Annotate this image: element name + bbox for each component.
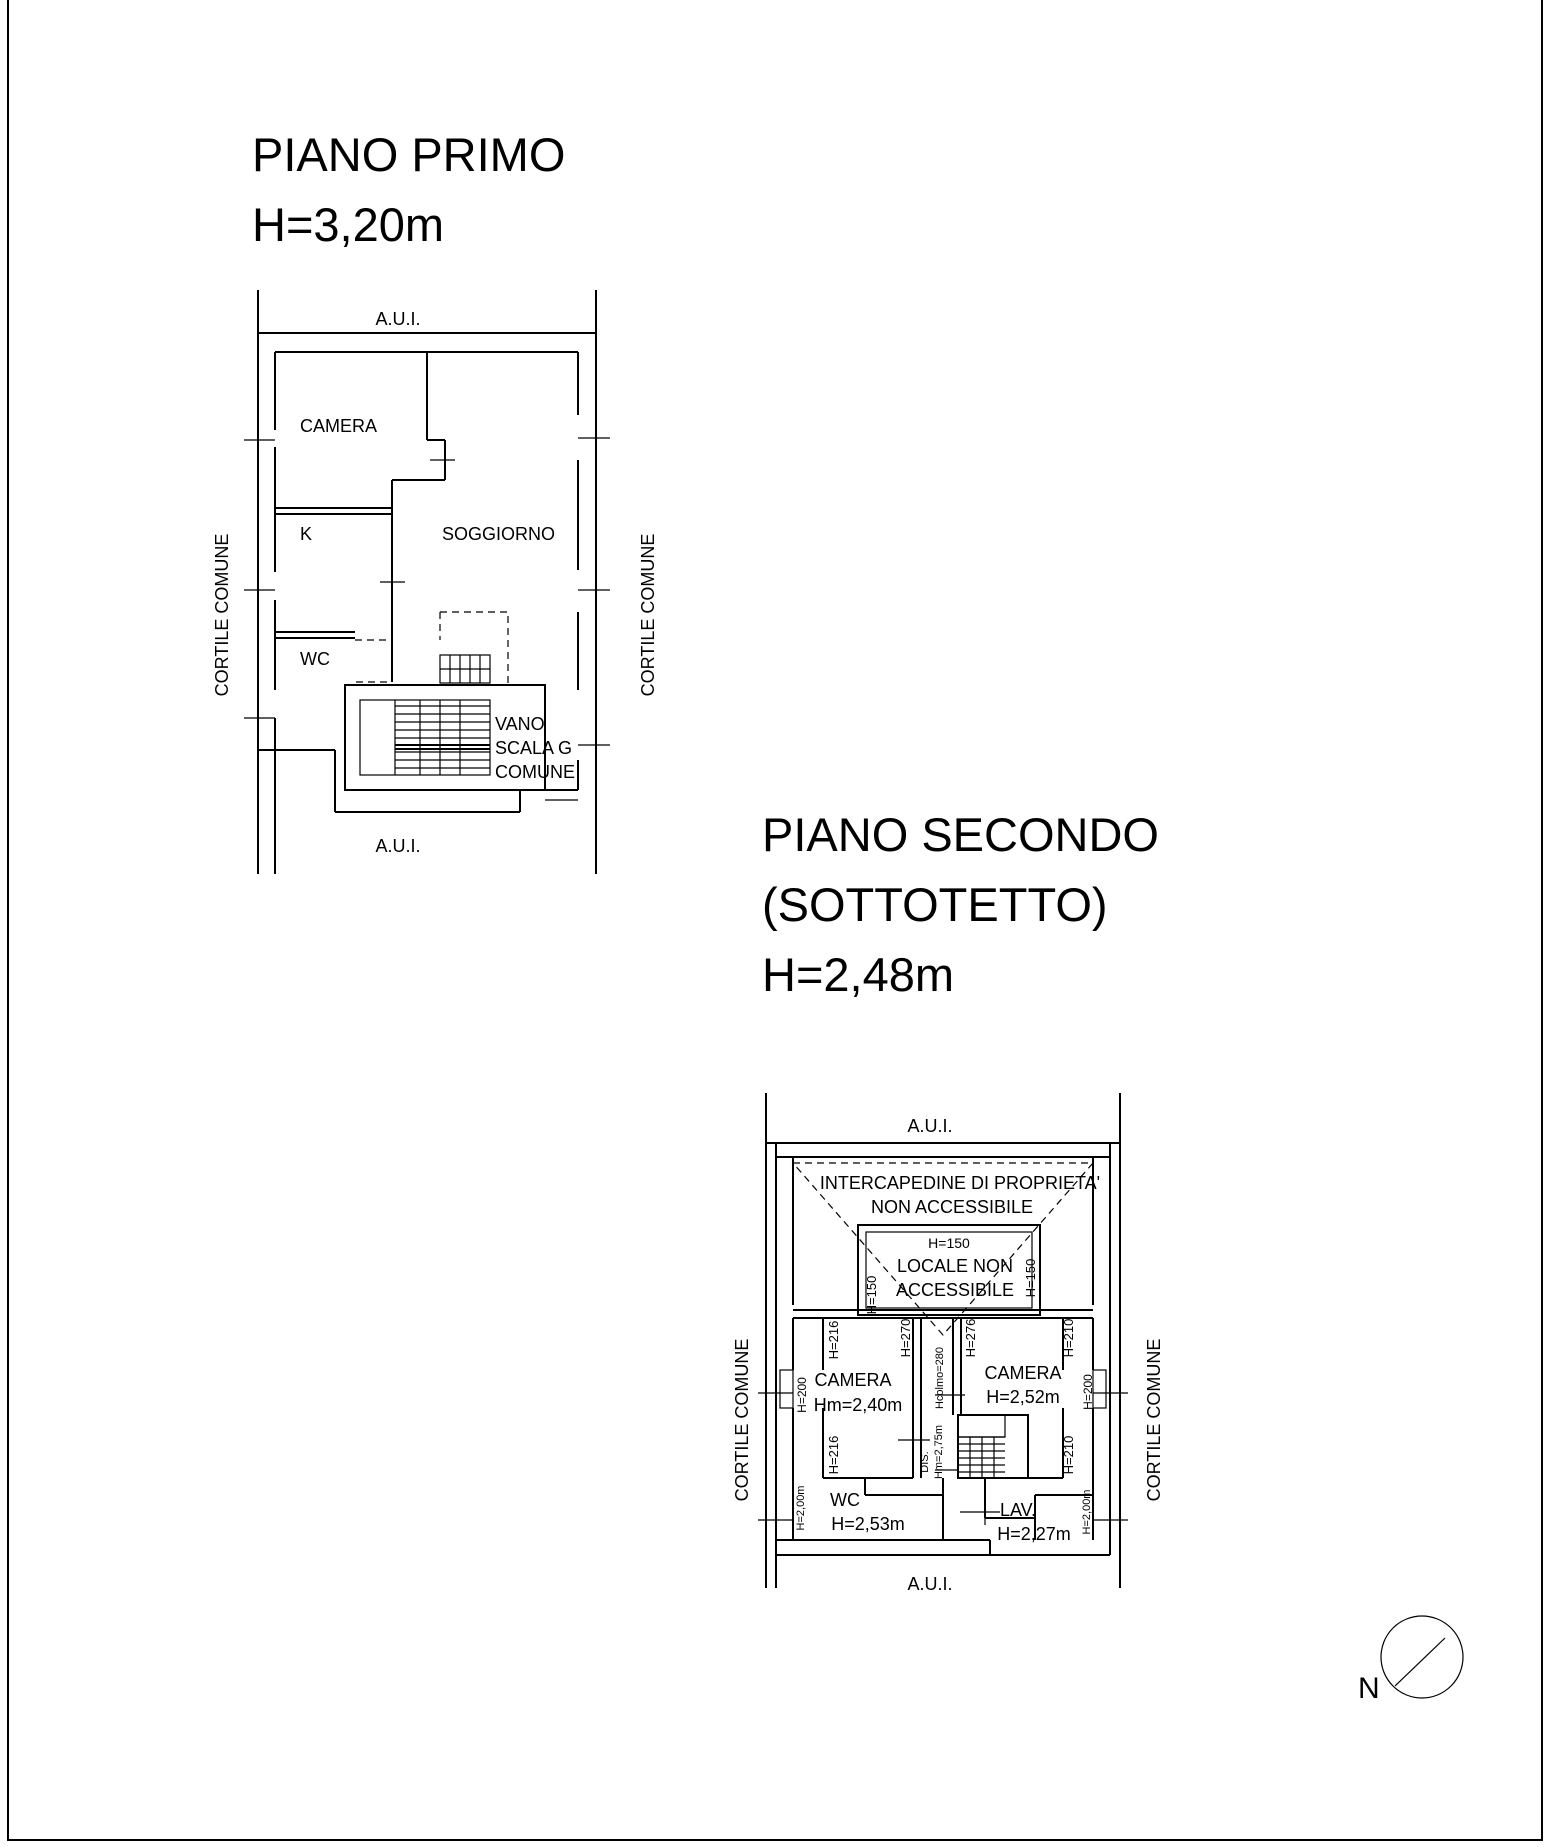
- first-floor-stair-steps: [394, 654, 491, 775]
- room-k: K: [300, 524, 312, 544]
- first-floor-title: PIANO PRIMO H=3,20m: [252, 120, 565, 260]
- room-intercapedine-line1: INTERCAPEDINE DI PROPRIETA': [820, 1173, 1100, 1193]
- first-floor-cortile-right: CORTILE COMUNE: [638, 534, 658, 697]
- room-vano-line3: COMUNE: [495, 762, 575, 782]
- first-floor-plan: A.U.I. A.U.I. CORTILE COMUNE CORTILE COM…: [212, 290, 658, 874]
- label-h276: H=276: [963, 1319, 978, 1358]
- room-wc-second-height: H=2,53m: [831, 1514, 905, 1534]
- label-h150-right: H=150: [1023, 1259, 1038, 1298]
- label-hcolmo: Hcolmo=280: [934, 1347, 946, 1409]
- second-floor-cortile-left: CORTILE COMUNE: [732, 1339, 752, 1502]
- label-h216-a: H=216: [826, 1321, 841, 1360]
- label-h200-left: H=200: [795, 1377, 809, 1413]
- label-h150-left: H=150: [864, 1276, 879, 1315]
- second-floor-aui-top: A.U.I.: [907, 1116, 952, 1136]
- first-floor-aui-top: A.U.I.: [375, 309, 420, 329]
- room-camera-left-height: Hm=2,40m: [814, 1395, 903, 1415]
- room-camera-right: CAMERA: [984, 1363, 1061, 1383]
- first-floor-height: H=3,20m: [252, 198, 445, 251]
- second-floor-height: H=2,48m: [762, 948, 955, 1001]
- label-h216-b: H=216: [826, 1436, 841, 1475]
- second-floor-plan: A.U.I. A.U.I. CORTILE COMUNE CORTILE COM…: [732, 1093, 1164, 1594]
- first-floor-title-text: PIANO PRIMO: [252, 128, 566, 181]
- room-dis: DIS.: [919, 1451, 931, 1472]
- second-floor-title: PIANO SECONDO (SOTTOTETTO) H=2,48m: [762, 800, 1159, 1010]
- room-intercapedine-line2: NON ACCESSIBILE: [871, 1197, 1033, 1217]
- room-wc-second: WC: [830, 1490, 860, 1510]
- second-floor-title-line1: PIANO SECONDO: [762, 808, 1159, 861]
- room-locale-line2: ACCESSIBILE: [896, 1280, 1014, 1300]
- first-floor-aui-bottom: A.U.I.: [375, 836, 420, 856]
- label-h150-top: H=150: [928, 1235, 970, 1251]
- label-h200m-left: H=2,00m: [795, 1486, 807, 1531]
- room-vano-line2: SCALA G: [495, 738, 572, 758]
- label-h210-b: H=210: [1061, 1436, 1076, 1475]
- label-h200-right: H=200: [1081, 1374, 1095, 1410]
- room-locale-line1: LOCALE NON: [897, 1256, 1013, 1276]
- room-soggiorno: SOGGIORNO: [442, 524, 555, 544]
- room-lav: LAV.: [1000, 1500, 1036, 1520]
- label-h210-a: H=210: [1061, 1319, 1076, 1358]
- north-arrow-icon: N: [1358, 1615, 1464, 1705]
- second-floor-stair-steps: [958, 1415, 1006, 1478]
- second-floor-title-line2: (SOTTOTETTO): [762, 878, 1108, 931]
- label-h200m-right: H=2,00m: [1081, 1490, 1093, 1535]
- first-floor-cortile-left: CORTILE COMUNE: [212, 534, 232, 697]
- label-h270: H=270: [898, 1319, 913, 1358]
- room-vano-line1: VANO: [495, 714, 545, 734]
- room-camera-left: CAMERA: [814, 1370, 891, 1390]
- sheet-border: [7, 0, 1543, 1841]
- room-dis-height: Hm=2,75m: [933, 1425, 945, 1479]
- room-camera: CAMERA: [300, 416, 377, 436]
- second-floor-aui-bottom: A.U.I.: [907, 1574, 952, 1594]
- room-camera-right-height: H=2,52m: [986, 1387, 1060, 1407]
- room-wc: WC: [300, 649, 330, 669]
- room-lav-height: H=2,27m: [997, 1524, 1071, 1544]
- second-floor-cortile-right: CORTILE COMUNE: [1144, 1339, 1164, 1502]
- north-label: N: [1358, 1672, 1380, 1705]
